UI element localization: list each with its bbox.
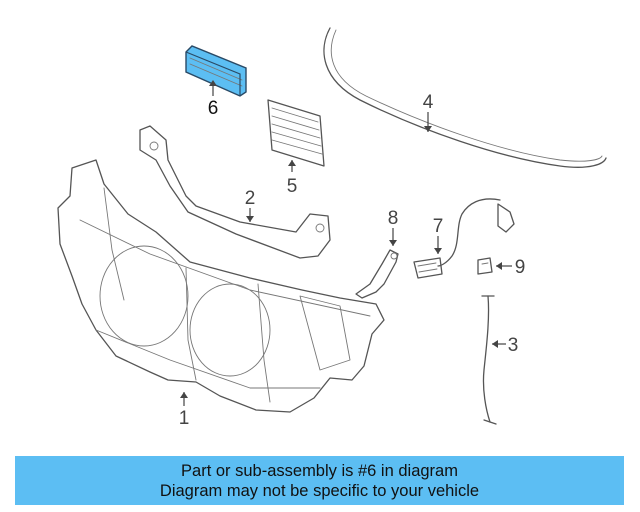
part-9-clip[interactable]: [477, 257, 493, 275]
banner-line-1: Part or sub-assembly is #6 in diagram: [181, 461, 458, 480]
callout-8: 8: [388, 208, 399, 229]
info-banner: Part or sub-assembly is #6 in diagram Di…: [15, 456, 624, 505]
callout-4: 4: [423, 92, 434, 113]
part-5-grille[interactable]: [267, 99, 325, 167]
callout-9: 9: [515, 257, 526, 278]
part-2-support[interactable]: [139, 125, 331, 259]
part-6-bracket[interactable]: [185, 45, 247, 97]
callout-7: 7: [433, 216, 444, 237]
part-4-weatherstrip[interactable]: [323, 27, 607, 168]
part-7-harness[interactable]: [413, 198, 515, 279]
parts-diagram: 6 4 5 2 8 7 9 3 1: [57, 27, 607, 429]
callout-1: 1: [179, 408, 190, 429]
part-3-cable[interactable]: [481, 295, 497, 425]
leader-lines: [180, 80, 512, 406]
part-1-front-panel[interactable]: [57, 159, 385, 413]
callout-5: 5: [287, 176, 298, 197]
callout-3: 3: [508, 335, 519, 356]
part-8-sensor[interactable]: [355, 249, 399, 299]
callout-2: 2: [245, 188, 256, 209]
banner-line-2: Diagram may not be specific to your vehi…: [159, 481, 480, 500]
callout-6: 6: [208, 98, 219, 119]
